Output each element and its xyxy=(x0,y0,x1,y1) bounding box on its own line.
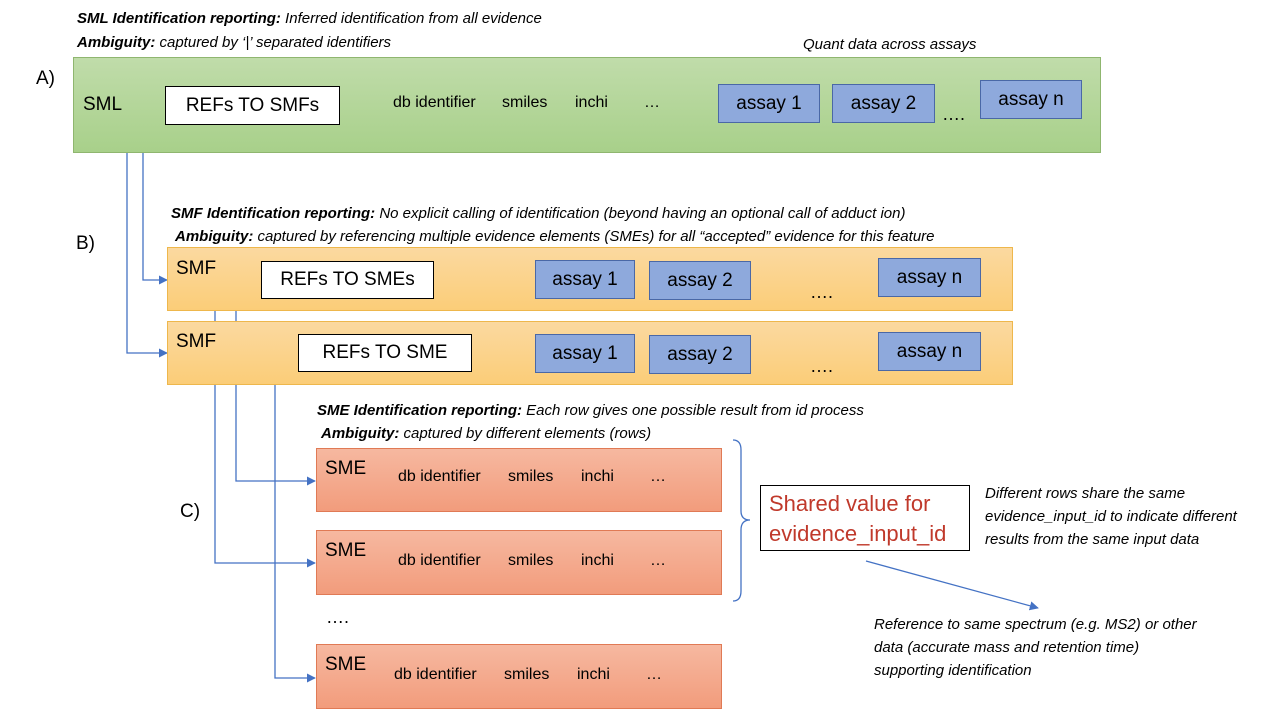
sme-between-dots: …. xyxy=(326,607,350,627)
sme-row-2-tag: SME xyxy=(325,540,367,561)
sml-field-db-identifier: db identifier xyxy=(393,94,476,111)
quant-note: Quant data across assays xyxy=(803,36,977,53)
sme-row-1-db-identifier: db identifier xyxy=(398,468,481,485)
rows-share-note: Different rows share the same evidence_i… xyxy=(985,485,1237,548)
sml-assay-n: assay n xyxy=(980,80,1082,119)
sme-row-3-smiles: smiles xyxy=(504,666,550,683)
smf-row-1-assay-2: assay 2 xyxy=(649,261,751,300)
sml-id-note: SML Identification reporting: Inferred i… xyxy=(77,10,542,27)
sml-tag: SML xyxy=(83,94,123,115)
smf-row-2-assay-2: assay 2 xyxy=(649,335,751,374)
sme-row-3-db-identifier: db identifier xyxy=(394,666,477,683)
sme-row-1-inchi: inchi xyxy=(581,468,614,485)
smf-row-2-assay-n: assay n xyxy=(878,332,981,371)
sme-row-2-inchi: inchi xyxy=(581,552,614,569)
section-a-label: A) xyxy=(36,68,55,89)
sme-id-note: SME Identification reporting: Each row g… xyxy=(317,402,864,419)
smf-row-1-refs-box: REFs TO SMEs xyxy=(261,261,434,299)
sml-assay-dots: …. xyxy=(942,104,966,124)
connector-smf2-to-sme3 xyxy=(274,352,316,683)
shared-box-line-1: Shared value for xyxy=(769,491,931,516)
sme-row-1 xyxy=(316,448,722,512)
sml-ambiguity-note: Ambiguity: captured by ‘|’ separated ide… xyxy=(77,34,392,51)
section-c-label: C) xyxy=(180,501,201,522)
smf-row-2-assay-1: assay 1 xyxy=(535,334,635,373)
shared-evidence-input-box: Shared value for evidence_input_id xyxy=(760,485,970,551)
smf-row-2-tag: SMF xyxy=(176,331,217,352)
smf-row-2-dots: …. xyxy=(810,356,834,376)
smf-id-note: SMF Identification reporting: No explici… xyxy=(171,205,906,222)
sme-row-3-inchi: inchi xyxy=(577,666,610,683)
sml-field-ellipsis: … xyxy=(644,94,660,111)
brace-sme-rows xyxy=(732,439,751,602)
sme-row-2-db-identifier: db identifier xyxy=(398,552,481,569)
shared-box-line-2: evidence_input_id xyxy=(769,521,947,546)
smf-row-1-assay-1: assay 1 xyxy=(535,260,635,299)
sme-row-3-ellipsis: … xyxy=(646,666,662,683)
sml-assay-2: assay 2 xyxy=(832,84,935,123)
sme-row-1-ellipsis: … xyxy=(650,468,666,485)
sme-row-2-ellipsis: … xyxy=(650,552,666,569)
reference-note: Reference to same spectrum (e.g. MS2) or… xyxy=(874,616,1197,679)
sme-row-1-tag: SME xyxy=(325,458,367,479)
sml-field-smiles: smiles xyxy=(502,94,548,111)
sme-row-1-smiles: smiles xyxy=(508,468,554,485)
sme-row-2 xyxy=(316,530,722,595)
sme-row-2-smiles: smiles xyxy=(508,552,554,569)
sme-row-3-tag: SME xyxy=(325,654,367,675)
smf-row-1-tag: SMF xyxy=(176,258,217,279)
smf-row-2-refs-box: REFs TO SME xyxy=(298,334,472,372)
sml-refs-box: REFs TO SMFs xyxy=(165,86,340,125)
smf-ambiguity-note: Ambiguity: captured by referencing multi… xyxy=(175,228,935,245)
sml-assay-1: assay 1 xyxy=(718,84,820,123)
arrow-to-reference xyxy=(865,560,1039,611)
sme-row-3 xyxy=(316,644,722,709)
sme-ambiguity-note: Ambiguity: captured by different element… xyxy=(321,425,652,442)
section-b-label: B) xyxy=(76,233,95,254)
smf-row-1-assay-n: assay n xyxy=(878,258,981,297)
smf-row-1-dots: …. xyxy=(810,282,834,302)
sml-field-inchi: inchi xyxy=(575,94,608,111)
